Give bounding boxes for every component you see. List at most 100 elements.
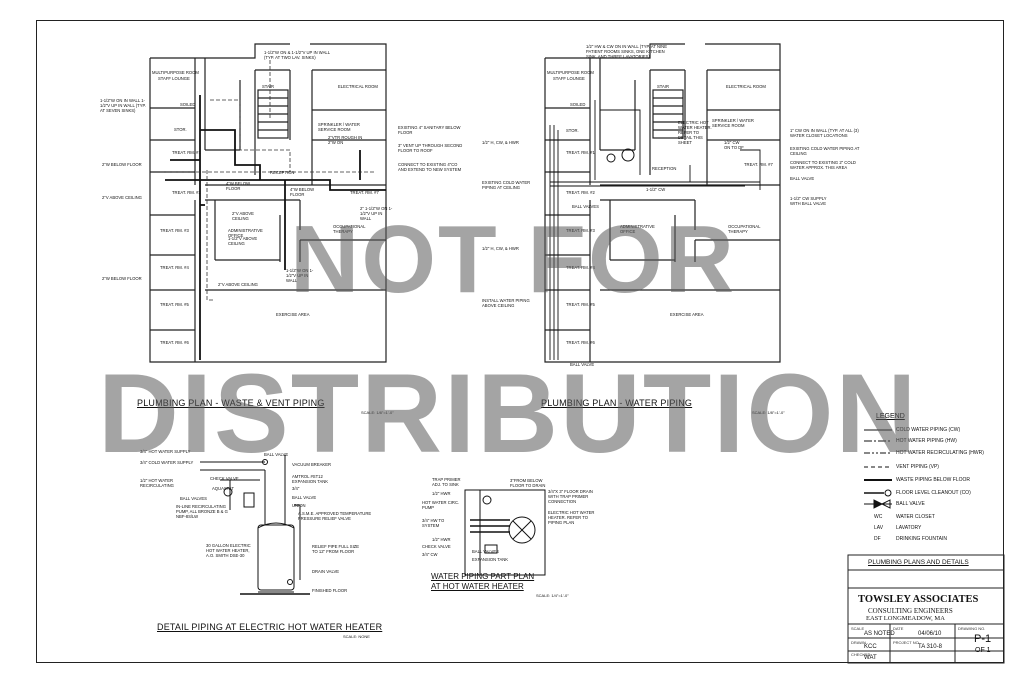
room-r-admin: ADMINISTRATIVE OFFICE <box>620 224 655 234</box>
detail-note-2: 3/4" COLD WATER SUPPLY <box>140 460 194 465</box>
tb-drawn: KCC <box>864 644 877 650</box>
note-left-7: EXISTING 4" SANITARY BELOW FLOOR <box>398 125 461 135</box>
note-left-2: 1-1/2"W ON IN WALL 1-1/2"V UP IN WALL (T… <box>100 98 146 113</box>
room-treat-3: TREAT. RM. #3 <box>160 228 189 233</box>
firm-city: EAST LONGMEADOW, MA <box>866 615 945 622</box>
note-right-11: 1-1/2" CW SUPPLY WITH BALL VALVE <box>790 196 827 206</box>
note-left-13: 2"V ABOVE CEILING <box>232 211 254 221</box>
room-r-stair: STAIR <box>657 84 670 89</box>
part-note-5: 1/2" HWR <box>432 537 451 542</box>
part-plan-title-2: AT HOT WATER HEATER <box>431 582 524 591</box>
detail-note-4: BALL VALVES <box>180 496 207 501</box>
part-note-8: BALL VALVES <box>472 549 499 554</box>
part-note-7: 3/4" CW <box>422 552 438 557</box>
right-plan-walls <box>544 43 781 363</box>
note-left-1: 1-1/2"W ON & 1-1/2"V UP IN WALL (TYP. AT… <box>264 50 330 60</box>
note-left-4: 2"V ABOVE CEILING <box>102 195 142 200</box>
legend-item-hw: HOT WATER PIPING (HW) <box>896 438 957 444</box>
watermark-not-for: NOT FOR <box>290 206 736 313</box>
room-reception: RECEPTION <box>270 170 295 175</box>
note-left-5: 2"W BELOW FLOOR <box>102 276 142 281</box>
plan-right-scale: SCALE: 1/8"=1'-0" <box>752 410 785 415</box>
note-right-14: 1/2" CW ON TO DF <box>724 140 744 150</box>
legend-item-vp: VENT PIPING (VP) <box>896 464 939 470</box>
part-note-10: 3"FROM BELOW FLOOR TO DRAIN <box>510 478 546 488</box>
detail-heater-title: DETAIL PIPING AT ELECTRIC HOT WATER HEAT… <box>157 622 383 632</box>
room-r-ot: OCCUPATIONAL THERAPY <box>728 224 761 234</box>
part-note-4: 3/4" HW TO SYSTEM <box>422 518 445 528</box>
room-stor: STOR. <box>174 127 187 132</box>
legend-abbr-lav-text: LAVATORY <box>896 525 922 531</box>
note-right-4: 1/2" H, CW, & HWR <box>482 246 519 251</box>
legend-abbr-wc-code: WC <box>874 514 883 520</box>
room-treat-6: TREAT. RM. #6 <box>160 340 189 345</box>
part-note-1: TRAP PRIMER ADJ. TO SINK <box>432 477 461 487</box>
detail-note-14: A.S.M.E. APPROVED TEMPERATURE PRESSURE R… <box>298 511 372 521</box>
part-note-6: CHECK VALVE <box>422 544 451 549</box>
tb-project-label: PROJECT NO. <box>893 640 920 645</box>
room-r-exercise: EXERCISE AREA <box>670 312 704 317</box>
room-sprinkler: SPRINKLER / WATER SERVICE ROOM <box>318 122 360 132</box>
detail-note-10: AMTROL #ST12 EXPANSION TANK <box>292 474 329 484</box>
room-treat-1: TREAT. RM. #1 <box>172 150 201 155</box>
tb-drawing: P-1 <box>974 633 992 645</box>
plan-left-title: PLUMBING PLAN - WASTE & VENT PIPING <box>137 398 325 408</box>
tb-drawing-label: DRAWING NO. <box>958 626 986 631</box>
detail-note-7: IN-LINE RECIRCULATING PUMP, ALL BRONZE B… <box>176 504 228 519</box>
left-plan-walls <box>149 43 387 363</box>
detail-note-3: 1/2" HOT WATER RECIRCULATING <box>140 478 174 488</box>
detail-note-1: 3/4" HOT WATER SUPPLY <box>140 449 191 454</box>
detail-note-13: UNION <box>292 503 306 508</box>
detail-note-12: BALL VALVE <box>292 495 317 500</box>
tb-project: TA 310-8 <box>918 644 942 650</box>
note-right-8: EXISTING COLD WATER PIPING AT CEILING <box>790 146 860 156</box>
room-r-treat-5: TREAT. RM. #5 <box>566 302 595 307</box>
detail-note-18: FINISHED FLOOR <box>312 588 348 593</box>
note-right-7: 1" CW ON IN WALL (TYP. AT ALL (3) WATER … <box>790 128 859 138</box>
part-plan-scale: SCALE: 1/4"=1'-0" <box>536 593 569 598</box>
legend-abbr-lav-code: LAV <box>874 525 884 531</box>
room-r-treat-6: TREAT. RM. #6 <box>566 340 595 345</box>
watermark-distribution: DISTRIBUTION <box>98 351 919 476</box>
legend-symbols <box>864 429 892 509</box>
room-treat-7: TREAT. RM. #7 <box>350 190 379 195</box>
sheet-title: PLUMBING PLANS AND DETAILS <box>868 559 969 566</box>
part-plan-title-1: WATER PIPING PART PLAN <box>431 572 535 581</box>
detail-heater-drawing <box>200 455 310 595</box>
note-right-12: BALL VALVE <box>570 362 595 367</box>
tb-of: OF 1 <box>975 647 991 654</box>
note-left-8: 3" VENT UP THROUGH SECOND FLOOR TO ROOF <box>398 143 463 153</box>
room-r-treat-1: TREAT. RM. #1 <box>566 150 595 155</box>
room-r-treat-7: TREAT. RM. #7 <box>744 162 773 167</box>
room-r-sprinkler: SPRINKLER / WATER SERVICE ROOM <box>712 118 754 128</box>
room-treat-4: TREAT. RM. #4 <box>160 265 189 270</box>
detail-note-11: 3/4" <box>292 486 300 491</box>
note-left-10: 2"VTR ROUGH IN 2"W ON <box>328 135 363 145</box>
detail-note-8: BALL VALVE <box>264 452 289 457</box>
note-left-6: 2"V ABOVE CEILING <box>218 282 258 287</box>
room-r-treat-3: TREAT. RM. #3 <box>566 228 595 233</box>
note-left-14: 4"W BELOW FLOOR <box>290 187 315 197</box>
room-electrical: ELECTRICAL ROOM <box>338 84 378 89</box>
part-note-2: 1/2" HWR <box>432 491 451 496</box>
room-treat-2: TREAT. RM. #2 <box>172 190 201 195</box>
room-exercise: EXERCISE AREA <box>276 312 310 317</box>
left-plan-piping <box>165 95 386 360</box>
plan-left-scale: SCALE: 1/8"=1'-0" <box>361 410 394 415</box>
detail-note-6: AQUASTAT <box>212 486 234 491</box>
right-plan-piping <box>549 100 761 360</box>
detail-part-plan-drawing <box>464 489 546 576</box>
note-right-2: 1/2" H, CW, & HWR <box>482 140 519 145</box>
room-r-multipurpose: MULTIPURPOSE ROOM <box>547 70 594 75</box>
note-left-15: 2" 1-1/2"W ON 1-1/2"V UP IN WALL <box>360 206 393 221</box>
detail-note-17: DRAIN VALVE <box>312 569 340 574</box>
detail-note-16: RELIEF PIPE FULL SIZE TO 12" FROM FLOOR <box>312 544 360 554</box>
room-soiled: SOILED <box>180 102 196 107</box>
right-plan-heater <box>606 148 635 163</box>
note-right-13: BALL VALVES <box>572 204 599 209</box>
room-r-stor: STOR. <box>566 128 579 133</box>
note-right-10: BALL VALVE <box>790 176 815 181</box>
room-r-staff-lounge: STAFF LOUNGE <box>553 76 585 81</box>
legend-abbr-df-code: DF <box>874 536 881 542</box>
tb-scale: AS NOTED <box>864 631 895 637</box>
